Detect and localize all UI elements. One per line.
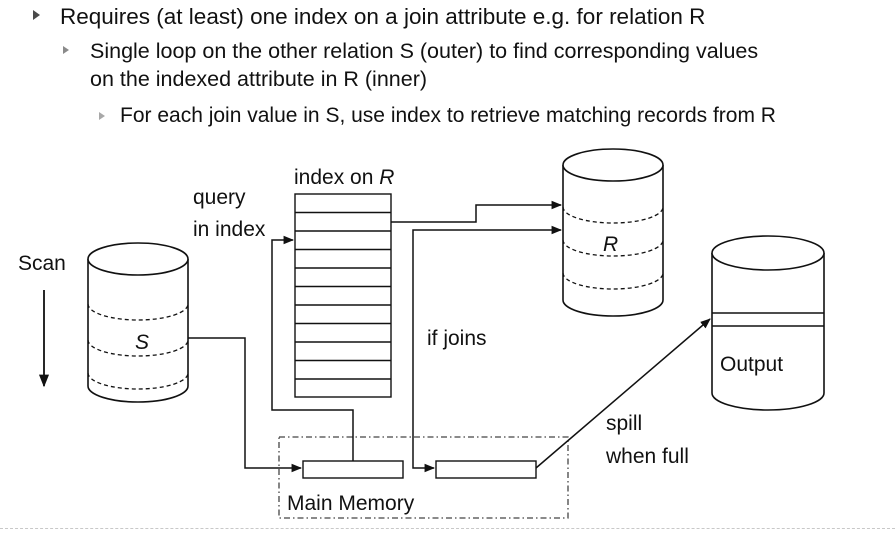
- sub-bullet-marker-icon: [63, 46, 69, 54]
- index-title: index on R: [294, 166, 394, 189]
- if-joins-label: if joins: [427, 327, 487, 350]
- spill-arrow: [535, 318, 711, 469]
- scan-label: Scan: [18, 252, 66, 275]
- bullet-1: Requires (at least) one index on a join …: [60, 4, 706, 29]
- index-structure: [294, 193, 392, 398]
- bullet-marker-icon: [33, 10, 40, 20]
- spill-label-line-1: spill: [606, 412, 642, 435]
- main-memory-box: [278, 436, 569, 519]
- s-to-buffer-arrow: [188, 337, 303, 473]
- r-to-buffer-arrow: [412, 225, 563, 473]
- bullet-2-line-1: Single loop on the other relation S (out…: [90, 39, 759, 63]
- output-cylinder: [711, 235, 825, 411]
- slide-footer-divider: [0, 528, 895, 529]
- spill-label-line-2: when full: [605, 445, 689, 468]
- query-index-arrow: [271, 235, 354, 461]
- relation-s-cylinder: [87, 242, 189, 403]
- sub-sub-bullet-marker-icon: [99, 112, 105, 120]
- output-label: Output: [720, 353, 783, 376]
- relation-r-cylinder: [562, 148, 664, 317]
- query-label-line-1: query: [193, 186, 246, 209]
- main-memory-label: Main Memory: [287, 492, 415, 515]
- bullet-2-line-2: on the indexed attribute in R (inner): [90, 67, 428, 91]
- bullet-3: For each join value in S, use index to r…: [120, 104, 776, 127]
- input-buffer: [302, 460, 404, 479]
- output-buffer: [435, 460, 537, 479]
- index-to-r-arrow: [391, 200, 563, 223]
- query-label-line-2: in index: [193, 218, 266, 241]
- relation-s-label: S: [135, 331, 149, 354]
- relation-r-label: R: [603, 233, 618, 256]
